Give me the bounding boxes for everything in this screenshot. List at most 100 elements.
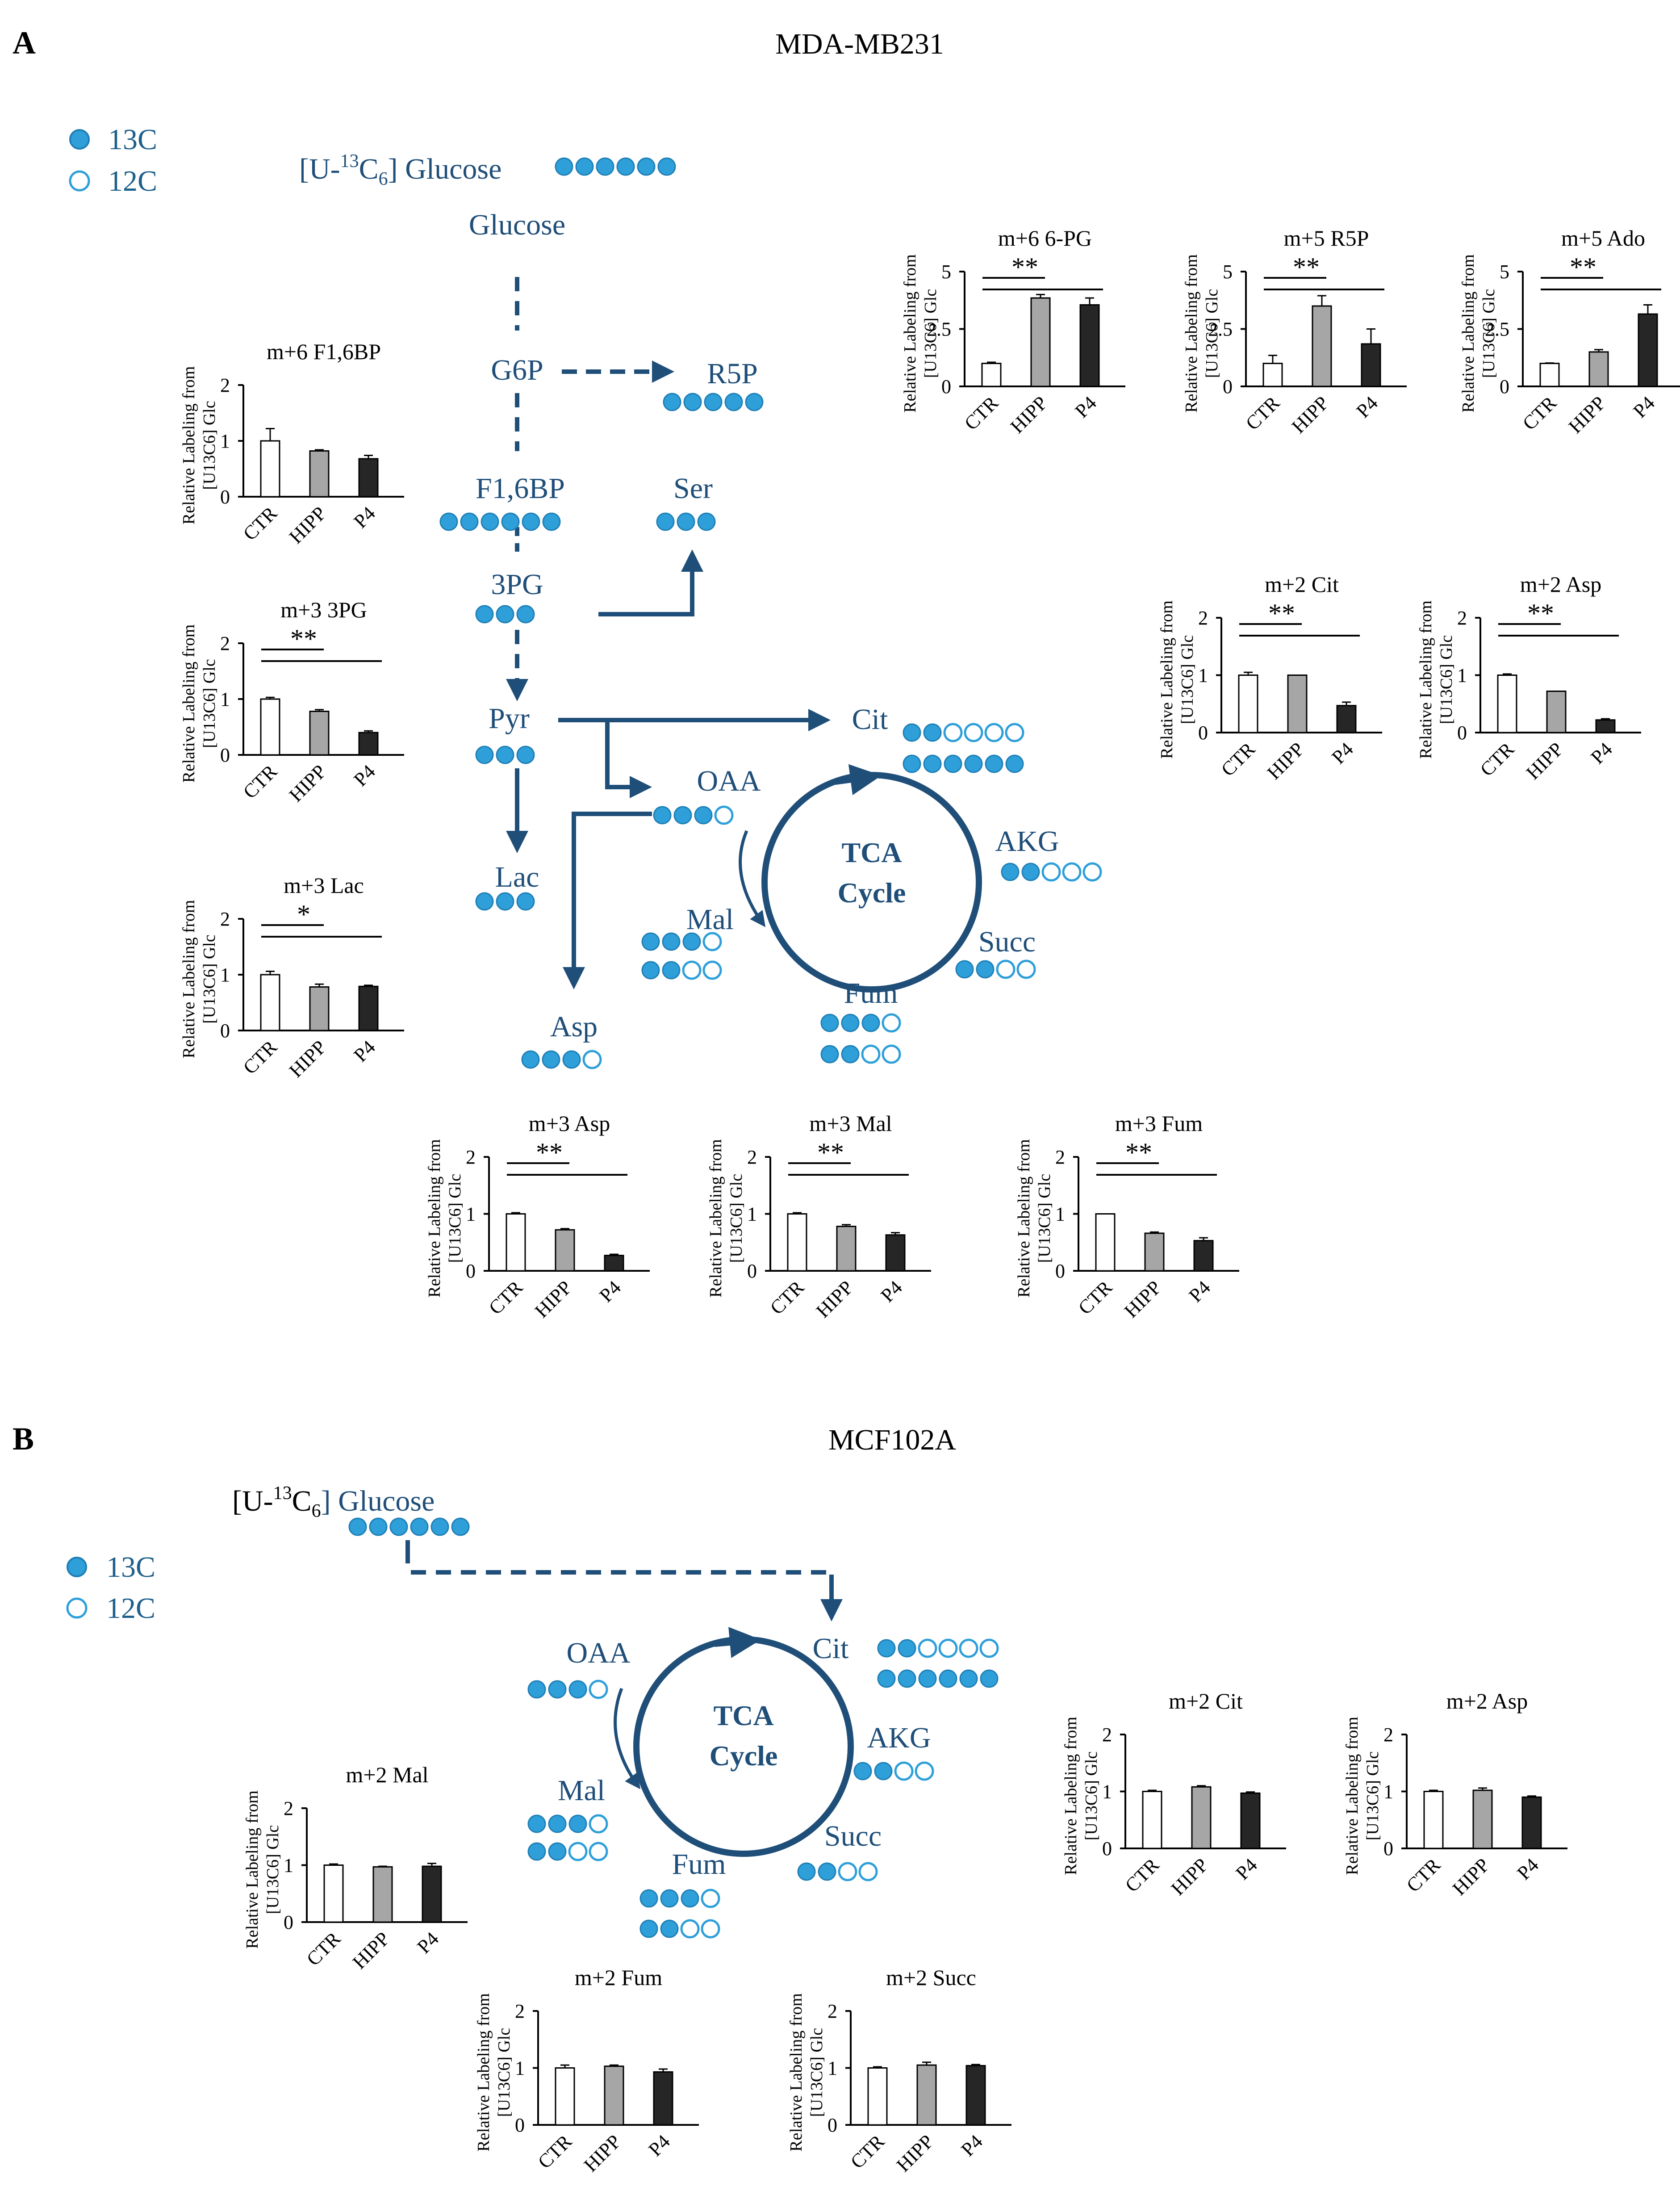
category-label: HIPP (1167, 1854, 1212, 1899)
y-tick-label: 2.5 (1485, 318, 1509, 340)
labeled-carbon-dot (542, 1050, 560, 1069)
category-label: CTR (1217, 738, 1260, 781)
category-label: P4 (1587, 738, 1617, 768)
significance-marker: ** (536, 1138, 563, 1167)
category-label: HIPP (1448, 1854, 1494, 1899)
bar (309, 711, 330, 756)
node-r5p: R5P (707, 357, 758, 390)
category-label: CTR (534, 2130, 577, 2173)
labeled-carbon-dot (841, 1045, 860, 1064)
pathway-diagram-a: [U-13C6] Glucose Glucose G6P R5P F1,6BP … (299, 151, 1059, 1043)
bar (372, 1866, 393, 1923)
bar (1193, 1240, 1214, 1272)
labeled-carbon-dot (797, 1862, 816, 1881)
labeled-carbon-dot (704, 393, 723, 411)
unlabeled-carbon-dot (882, 1044, 901, 1064)
significance-marker: ** (1570, 252, 1596, 282)
labeled-carbon-dot (475, 605, 494, 624)
chart-title: m+3 Mal (809, 1111, 892, 1136)
y-axis-label: Relative Labeling from[U13C6] Glc (1343, 1717, 1382, 1875)
legend-a: 13C 12C (69, 123, 157, 197)
labeled-carbon-dot (663, 393, 681, 411)
y-tick-label: 1 (1102, 1781, 1112, 1803)
y-tick-label: 0 (220, 744, 230, 766)
node-pyr: Pyr (489, 702, 530, 735)
y-tick-label: 2 (1102, 1724, 1112, 1746)
unlabeled-carbon-dot (702, 932, 722, 951)
labeled-carbon-dot (430, 1517, 449, 1536)
labeled-carbon-dot (639, 1889, 658, 1908)
node-oaa: OAA (697, 765, 761, 797)
bar (309, 450, 330, 498)
3pg-ser-arrow (598, 549, 703, 616)
category-label: CTR (239, 760, 282, 803)
labeled-carbon-dot (496, 605, 514, 624)
y-tick-label: 2 (220, 374, 230, 396)
labeled-carbon-dot (639, 1919, 658, 1938)
category-label: CTR (1074, 1276, 1117, 1319)
category-label: P4 (1629, 392, 1659, 422)
category-label: CTR (1121, 1854, 1164, 1897)
bar (1336, 705, 1357, 733)
y-tick-label: 0 (1055, 1260, 1065, 1282)
y-tick-label: 2 (1383, 1724, 1393, 1746)
unlabeled-carbon-dot (702, 960, 722, 980)
y-tick-label: 0 (284, 1911, 293, 1933)
y-tick-label: 0 (1198, 722, 1208, 744)
labeled-carbon-dot (641, 932, 660, 951)
bar (836, 1226, 857, 1272)
bar (555, 1229, 575, 1272)
unlabeled-carbon-dot (589, 1814, 608, 1834)
tca-direction-arrow (714, 1627, 761, 1658)
labeled-carbon-dot (475, 892, 494, 911)
y-tick-label: 1 (515, 2057, 525, 2079)
category-label: HIPP (1522, 738, 1567, 783)
category-label: HIPP (892, 2130, 938, 2176)
category-label: HIPP (1006, 392, 1052, 437)
unlabeled-carbon-dot (984, 723, 1004, 742)
y-tick-label: 5 (1500, 261, 1509, 283)
category-label: HIPP (580, 2130, 625, 2176)
y-axis-label: Relative Labeling from[U13C6] Glc (1015, 1139, 1054, 1298)
labeled-carbon-dot (980, 1669, 999, 1688)
labeled-carbon-dot (976, 960, 995, 979)
y-tick-label: 2 (1457, 607, 1467, 629)
node-fum: Fum (844, 977, 898, 1010)
labeled-carbon-dot (516, 605, 535, 624)
node-mal: Mal (558, 1774, 605, 1807)
labeled-carbon-dot (1001, 863, 1020, 881)
unlabeled-carbon-dot (915, 1761, 934, 1781)
y-axis-label: Relative Labeling from[U13C6] Glc (787, 1993, 826, 2152)
labeled-carbon-dot (522, 512, 540, 531)
y-tick-label: 2.5 (1208, 318, 1233, 340)
y-tick-label: 1 (220, 430, 230, 452)
unlabeled-carbon-dot (858, 1862, 878, 1881)
bar (358, 458, 379, 498)
panel-b-title: MCF102A (828, 1424, 956, 1456)
bar (1472, 1789, 1493, 1849)
labeled-carbon-dot (903, 754, 921, 773)
labeled-carbon-dot (616, 157, 635, 176)
y-axis-label: Relative Labeling from[U13C6] Glc (243, 1790, 282, 1949)
y-tick-label: 1 (1055, 1203, 1065, 1225)
labeled-carbon-dot (562, 1050, 581, 1069)
chart-title: m+3 3PG (280, 597, 367, 622)
y-tick-label: 2 (827, 2000, 837, 2022)
y-tick-label: 1 (466, 1203, 476, 1225)
category-label: CTR (1476, 738, 1519, 781)
y-axis-label: Relative Labeling from[U13C6] Glc (901, 254, 940, 413)
oaa-mal-arrow (739, 830, 766, 927)
node-succ: Succ (978, 926, 1036, 958)
unlabeled-carbon-dot (838, 1862, 857, 1881)
category-label: HIPP (1120, 1276, 1166, 1322)
labeled-carbon-dot (898, 1639, 916, 1658)
category-label: CTR (239, 502, 282, 545)
pyr-oaa-arrow (605, 720, 652, 798)
panel-letter-b: B (13, 1421, 34, 1457)
y-tick-label: 0 (220, 486, 230, 508)
